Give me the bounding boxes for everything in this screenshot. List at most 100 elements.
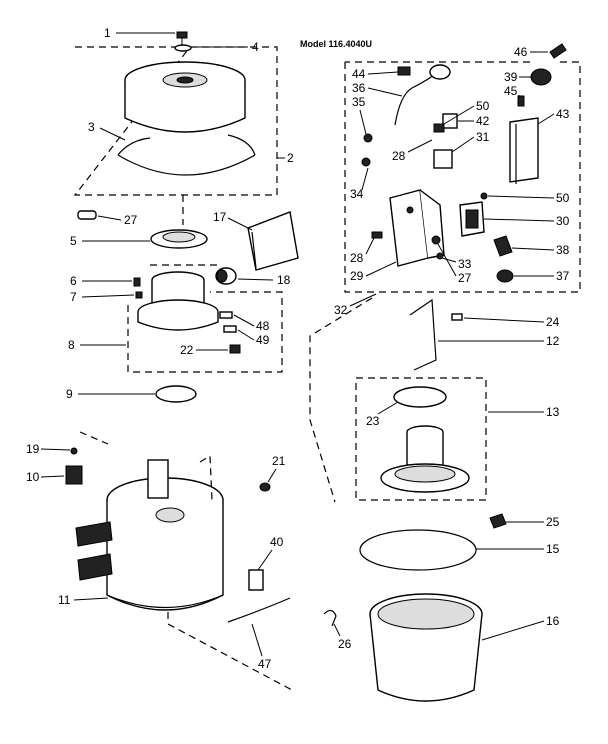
motor-assembly-part [137, 271, 219, 331]
callout-50-lower: 50 [556, 191, 570, 205]
callout-43: 43 [556, 107, 570, 121]
callout-49: 49 [256, 333, 270, 347]
part-24 [451, 313, 463, 321]
model-label: Model 116.4040U [300, 39, 372, 49]
part-40 [248, 569, 264, 591]
callout-38: 38 [556, 243, 570, 257]
callout-12: 12 [546, 334, 560, 348]
filter-group-box [355, 377, 487, 501]
part-25 [489, 513, 507, 529]
callout-39: 39 [504, 70, 518, 84]
part-31 [433, 149, 453, 169]
callout-40: 40 [270, 535, 284, 549]
part-26 [323, 609, 337, 627]
top-cover-part [124, 61, 246, 133]
callout-22: 22 [180, 343, 194, 357]
washer-part-4 [174, 44, 192, 52]
brush-parts [219, 311, 241, 354]
callout-7: 7 [70, 290, 77, 304]
callout-27-right: 27 [458, 271, 472, 285]
callout-24: 24 [546, 315, 560, 329]
screw-part-27-left [77, 210, 97, 220]
cord-part-47 [227, 597, 291, 623]
switch-part-10 [65, 465, 83, 485]
drum-part-16 [369, 593, 483, 702]
part-50-lower [480, 192, 488, 200]
part-19 [70, 447, 78, 455]
seal-part-9 [155, 385, 197, 403]
connector-line [199, 454, 213, 501]
connector-line [167, 612, 293, 691]
part-27-right [431, 235, 441, 245]
part-39 [530, 68, 552, 86]
part-45 [517, 95, 525, 107]
callout-3: 3 [88, 120, 95, 134]
part-21 [259, 482, 271, 492]
main-tank-part [106, 459, 224, 611]
callout-21: 21 [272, 454, 286, 468]
callout-42: 42 [476, 114, 490, 128]
part-50-top [433, 123, 445, 133]
connector-line [309, 297, 373, 503]
callout-4: 4 [252, 40, 259, 54]
callout-27-left: 27 [124, 213, 138, 227]
callout-28-top: 28 [392, 149, 406, 163]
tube-part-12 [409, 298, 437, 371]
ring-part-23 [393, 386, 447, 408]
callout-8: 8 [68, 338, 75, 352]
part-6 [133, 277, 141, 287]
motor-group-box [127, 291, 283, 373]
callout-33: 33 [458, 257, 472, 271]
callout-30: 30 [556, 214, 570, 228]
switch-part-30 [459, 201, 485, 237]
callout-11: 11 [58, 593, 71, 607]
gasket-part-15 [359, 529, 477, 571]
seal-part-5 [150, 229, 208, 249]
part-34 [361, 157, 371, 167]
part-35 [363, 133, 373, 143]
part-37 [496, 269, 514, 283]
plug-part-18 [215, 267, 237, 285]
callout-47: 47 [258, 657, 272, 671]
callout-32: 32 [334, 303, 348, 317]
callout-23: 23 [366, 414, 380, 428]
cord-plug-part-36 [394, 64, 451, 126]
callout-17: 17 [213, 210, 227, 224]
callout-13: 13 [546, 405, 560, 419]
callout-37: 37 [556, 269, 570, 283]
callout-34: 34 [350, 187, 364, 201]
part-42 [442, 113, 458, 129]
tank-clamps [75, 521, 113, 581]
callout-46: 46 [514, 45, 528, 59]
callout-31: 31 [476, 130, 490, 144]
callout-6: 6 [70, 274, 77, 288]
part-33 [436, 252, 444, 260]
bracket-part-43 [509, 117, 539, 184]
electrical-group-box [344, 61, 581, 293]
callout-35: 35 [352, 95, 366, 109]
filter-part-17 [247, 211, 299, 271]
part-38 [493, 235, 513, 257]
callout-50-top: 50 [476, 99, 490, 113]
part-7 [135, 291, 143, 299]
part-28-lower [371, 231, 383, 239]
callout-10: 10 [26, 470, 40, 484]
callout-26: 26 [338, 637, 352, 651]
callout-2: 2 [287, 151, 294, 165]
callout-44: 44 [352, 67, 366, 81]
callout-18: 18 [277, 273, 291, 287]
callout-45: 45 [504, 84, 518, 98]
gasket-ring-part-3 [117, 134, 256, 176]
callout-19: 19 [26, 442, 40, 456]
callout-25: 25 [546, 515, 560, 529]
callout-5: 5 [70, 234, 77, 248]
part-46 [549, 43, 567, 59]
callout-28-lower: 28 [350, 251, 364, 265]
callout-15: 15 [546, 542, 560, 556]
connector-line [79, 431, 109, 445]
lid-group-box [73, 46, 278, 196]
callout-29: 29 [350, 269, 364, 283]
callout-48: 48 [256, 319, 270, 333]
callout-36: 36 [352, 81, 366, 95]
